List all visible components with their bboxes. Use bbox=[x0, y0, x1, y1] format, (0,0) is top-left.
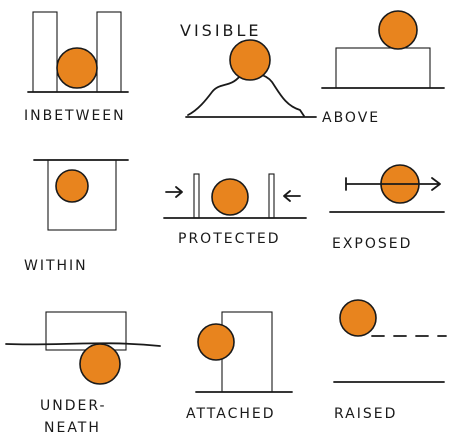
cell-visible: VISIBLE bbox=[180, 21, 316, 117]
label-attached: ATTACHED bbox=[186, 406, 276, 422]
cell-within: WITHIN bbox=[24, 160, 128, 274]
arrow-right-icon bbox=[284, 191, 300, 201]
ball-icon bbox=[379, 11, 417, 49]
label-underneath-1: UNDER- bbox=[40, 398, 107, 414]
label-raised: RAISED bbox=[334, 406, 397, 422]
label-inbetween: INBETWEEN bbox=[24, 108, 126, 124]
ball-icon bbox=[57, 48, 97, 88]
label-within: WITHIN bbox=[24, 258, 88, 274]
ball-icon bbox=[212, 179, 248, 215]
cell-inbetween: INBETWEEN bbox=[24, 12, 128, 124]
ball-icon bbox=[80, 344, 120, 384]
base-block bbox=[336, 48, 430, 88]
cell-protected: PROTECTED bbox=[164, 174, 306, 247]
ball-icon bbox=[230, 40, 270, 80]
label-exposed: EXPOSED bbox=[332, 236, 412, 252]
label-visible: VISIBLE bbox=[180, 21, 262, 40]
left-post bbox=[194, 174, 199, 218]
label-above: ABOVE bbox=[322, 110, 380, 126]
label-protected: PROTECTED bbox=[178, 231, 281, 247]
ball-icon bbox=[198, 324, 234, 360]
label-underneath-2: NEATH bbox=[44, 420, 101, 436]
cell-raised: RAISED bbox=[334, 300, 446, 422]
cell-underneath: UNDER- NEATH bbox=[6, 312, 160, 436]
cell-attached: ATTACHED bbox=[186, 312, 292, 422]
ball-icon bbox=[56, 170, 88, 202]
right-post bbox=[269, 174, 274, 218]
left-wall bbox=[33, 12, 57, 92]
ball-icon bbox=[340, 300, 376, 336]
right-wall bbox=[97, 12, 121, 92]
ground-line bbox=[6, 343, 160, 346]
arrow-left-icon bbox=[166, 187, 182, 197]
cell-exposed: EXPOSED bbox=[330, 165, 444, 252]
cell-above: ABOVE bbox=[322, 11, 444, 126]
